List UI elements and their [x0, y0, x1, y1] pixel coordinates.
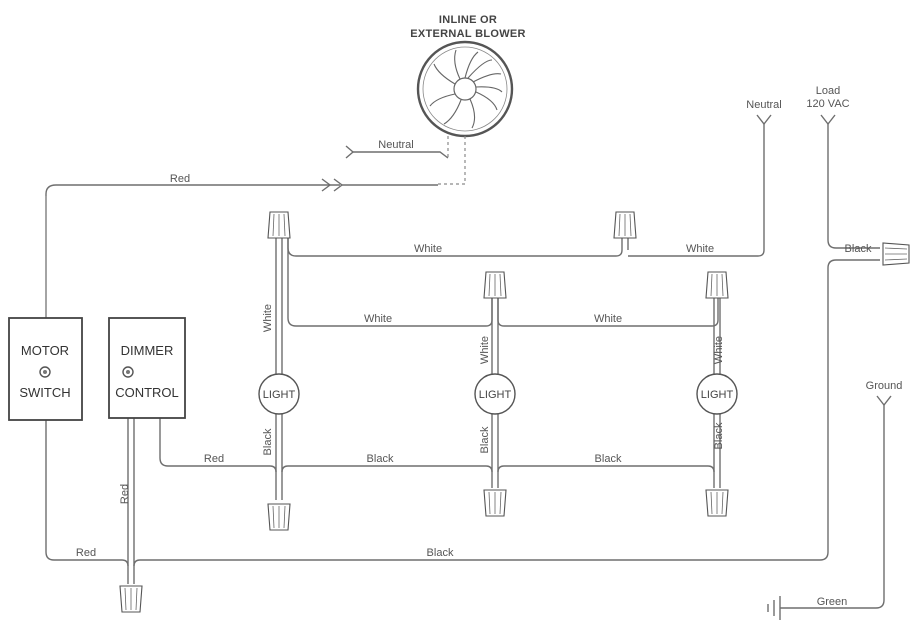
blower: INLINE OR EXTERNAL BLOWER: [410, 14, 526, 185]
load-label-line1: Load: [816, 85, 840, 97]
light-bulb-icon: [474, 373, 516, 415]
main-bottom-wire: Red Black: [45, 259, 880, 567]
wire-label-white-v2: White: [479, 336, 491, 364]
light-1-label: LIGHT: [263, 389, 296, 401]
wire-nut-icon: [119, 585, 143, 613]
blower-title-line1: INLINE OR: [439, 14, 497, 26]
neutral-supply-label: Neutral: [746, 99, 781, 111]
blower-title-line2: EXTERNAL BLOWER: [410, 28, 526, 40]
motor-switch: MOTOR SWITCH: [8, 317, 83, 421]
neutral-supply: Neutral: [628, 99, 782, 257]
blower-hot-lead: [438, 136, 466, 185]
wire-label-black-bottom-right: Black: [595, 453, 622, 465]
red-top-wire: Red: [45, 173, 438, 318]
wire-label-white-v1: White: [262, 304, 274, 332]
wire-nut-icon: [267, 211, 291, 239]
load-terminal-icon: [820, 114, 836, 126]
wire-nut-icon: [705, 271, 729, 299]
wire-label-red-dimmer: Red: [204, 453, 224, 465]
dimmer-control-box: [108, 317, 186, 419]
ground-symbol-icon: [767, 596, 781, 620]
red-vertical-wire: Red: [119, 418, 135, 584]
wire-label-black-v3: Black: [713, 422, 725, 449]
wire-label-black-supply: Black: [845, 243, 872, 255]
wire-label-black-main: Black: [427, 547, 454, 559]
blower-neutral-wire: Neutral: [345, 139, 449, 159]
blower-hub: [453, 77, 477, 101]
light-2: LIGHT: [474, 373, 516, 415]
load-supply: Load 120 VAC Black: [806, 85, 880, 255]
wire-label-black-v2: Black: [479, 426, 491, 453]
light-1-wiring: White Black: [262, 238, 283, 500]
dimmer-label-line1: DIMMER: [121, 343, 174, 358]
ground-supply: Ground Green: [767, 380, 903, 620]
light-1: LIGHT: [258, 373, 300, 415]
fan-icon: [429, 49, 503, 129]
light-bulb-icon: [258, 373, 300, 415]
black-bottom-bus: Red Black Black: [159, 418, 715, 473]
wire-nut-icon: [483, 271, 507, 299]
wire-label-red-vertical: Red: [119, 484, 131, 504]
wire-nut-icon: [705, 489, 729, 517]
neutral-terminal-icon: [756, 114, 772, 126]
wire-nut-icon: [483, 489, 507, 517]
ground-label: Ground: [866, 380, 903, 392]
dimmer-control: DIMMER CONTROL: [108, 317, 186, 419]
wire-label-green: Green: [817, 596, 848, 608]
dimmer-label-line2: CONTROL: [115, 385, 179, 400]
light-3-wiring: White Black: [713, 298, 725, 488]
light-2-wiring: White Black: [479, 298, 499, 488]
ground-terminal-icon: [876, 395, 892, 407]
wire-nut-icon: [882, 242, 910, 266]
wire-label-black-bottom-left: Black: [367, 453, 394, 465]
wire-label-red-bottom: Red: [76, 547, 96, 559]
wire-label-white-top-left: White: [414, 243, 442, 255]
light-3: LIGHT: [696, 373, 738, 415]
white-top-bus: White White: [287, 238, 714, 257]
wire-label-white-top-right: White: [686, 243, 714, 255]
motor-switch-label-line2: SWITCH: [19, 385, 70, 400]
wire-label-red-top: Red: [170, 173, 190, 185]
light-2-label: LIGHT: [479, 389, 512, 401]
wire-label-neutral-blower: Neutral: [378, 139, 413, 151]
wire-label-white-v3: White: [713, 336, 725, 364]
light-bulb-icon: [696, 373, 738, 415]
wire-label-black-v1: Black: [262, 428, 274, 455]
blower-inner-ring: [422, 46, 508, 132]
wire-label-white-mid-right: White: [594, 313, 622, 325]
wire-label-white-mid-left: White: [364, 313, 392, 325]
wire-nut-icon: [613, 211, 637, 239]
light-3-label: LIGHT: [701, 389, 734, 401]
motor-switch-label-line1: MOTOR: [21, 343, 69, 358]
wire-nut-icon: [267, 503, 291, 531]
load-label-line2: 120 VAC: [806, 98, 849, 110]
